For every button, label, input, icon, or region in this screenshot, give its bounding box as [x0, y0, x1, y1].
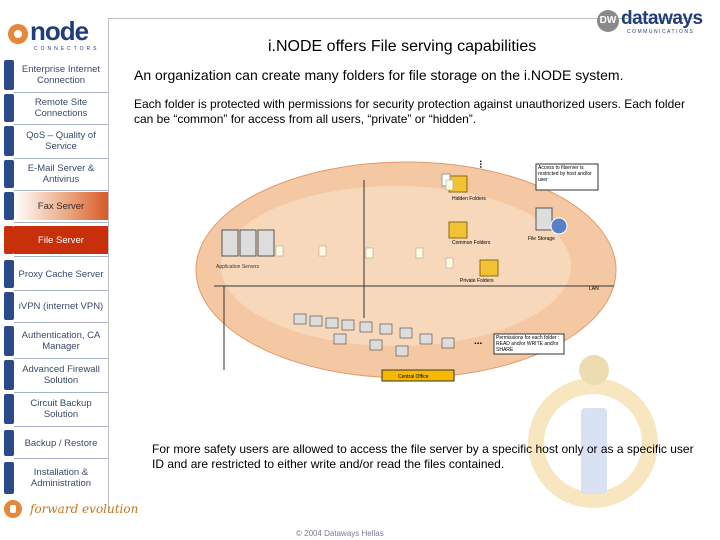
private-folders-row: Private Folders — [460, 259, 499, 284]
frame-left-line — [108, 18, 109, 513]
application-servers-icon — [221, 229, 275, 257]
private-folders-label: Private Folders — [460, 278, 494, 284]
sidebar-bullet-5 — [4, 226, 14, 254]
lan-label: LAN — [589, 286, 599, 292]
sidebar-item-12[interactable]: Installation & Administration — [30, 467, 92, 489]
sidebar-separator — [14, 222, 108, 223]
sidebar-bullet-6 — [4, 260, 14, 288]
sidebar-item-9[interactable]: Advanced Firewall Solution — [22, 364, 100, 386]
dataways-subtitle: COMMUNICATIONS — [627, 29, 695, 35]
sidebar-separator — [14, 458, 108, 459]
sidebar-bullet-4 — [4, 192, 14, 220]
logo-subtitle: CONNECTORS — [34, 46, 100, 52]
storage-disk-icon — [550, 217, 568, 235]
sidebar-bullet-1 — [4, 94, 14, 122]
watermark-dot — [579, 355, 609, 385]
file-server-diagram: Hidden Folders Common Folders Private Fo… — [195, 160, 617, 382]
sidebar-item-3[interactable]: E-Mail Server & Antivirus — [27, 163, 95, 185]
common-folders-label: Common Folders — [452, 240, 491, 246]
sidebar-separator — [14, 124, 108, 125]
sidebar-bullet-12 — [4, 462, 14, 494]
sidebar-bullet-3 — [4, 160, 14, 188]
intro-paragraph: An organization can create many folders … — [134, 67, 624, 83]
sidebar-item-10[interactable]: Circuit Backup Solution — [30, 398, 92, 420]
permissions-paragraph: Each folder is protected with permission… — [134, 97, 685, 126]
watermark-i-icon — [581, 408, 607, 494]
logo-word: node — [30, 16, 89, 46]
sidebar-item-11[interactable]: Backup / Restore — [24, 437, 98, 449]
access-callout — [535, 163, 599, 191]
sidebar-separator — [14, 426, 108, 427]
sidebar-separator — [14, 158, 108, 159]
sidebar-item-5[interactable]: File Server — [14, 226, 108, 254]
forward-evolution-logo: forward evolution — [4, 498, 144, 526]
sidebar-item-1[interactable]: Remote Site Connections — [34, 97, 88, 119]
sidebar-bullet-10 — [4, 394, 14, 424]
file-storage-icon — [535, 207, 553, 231]
workstation-icons — [293, 313, 455, 357]
central-office-label: Central Office — [398, 374, 429, 380]
file-storage-label: File Storage — [528, 236, 555, 242]
sidebar-item-2[interactable]: QoS – Quality of Service — [26, 130, 96, 152]
sidebar-bullet-7 — [4, 292, 14, 320]
sidebar-bullet-11 — [4, 430, 14, 456]
document-icons — [275, 179, 454, 269]
sidebar-separator — [14, 92, 108, 93]
frame-top-line — [108, 18, 698, 19]
page-title: i.NODE offers File serving capabilities — [268, 38, 537, 55]
sidebar-item-8[interactable]: Authentication, CA Manager — [21, 330, 101, 352]
safety-paragraph: For more safety users are allowed to acc… — [152, 442, 694, 471]
dataways-mark-icon: DW — [597, 10, 619, 32]
permissions-callout — [493, 333, 565, 355]
sidebar-bullet-2 — [4, 126, 14, 156]
sidebar-separator — [14, 190, 108, 191]
sidebar-separator — [14, 256, 108, 257]
dots-top: ... — [477, 160, 488, 169]
forward-i-icon — [4, 500, 22, 518]
central-office-box — [381, 369, 455, 382]
sidebar-separator — [14, 392, 108, 393]
sidebar-bullet-0 — [4, 60, 14, 90]
common-folders-row: Common Folders — [448, 221, 491, 246]
sidebar-separator — [14, 290, 108, 291]
dataways-logo: DW dataways COMMUNICATIONS — [597, 8, 707, 36]
sidebar-item-6[interactable]: Proxy Cache Server — [18, 268, 104, 280]
access-callout-text: Access to filserver is restricted by hos… — [538, 165, 592, 183]
sidebar-separator — [14, 322, 108, 323]
private-folder-icon — [479, 259, 499, 277]
sidebar-item-4[interactable]: Fax Server — [14, 192, 108, 220]
sidebar-separator — [14, 358, 108, 359]
sidebar-item-7[interactable]: iVPN (internet VPN) — [18, 300, 104, 312]
dots-bottom: ... — [474, 336, 483, 347]
inode-logo: node CONNECTORS — [4, 14, 108, 54]
hidden-folders-label: Hidden Folders — [452, 196, 486, 202]
permissions-callout-text: Permissions for each folder : READ and/o… — [496, 335, 560, 353]
sidebar-bullet-9 — [4, 360, 14, 390]
application-servers-label: Application Servers — [216, 264, 260, 270]
sidebar-bullet-8 — [4, 326, 14, 356]
sidebar-item-0[interactable]: Enterprise Internet Connection — [21, 64, 101, 86]
copyright-text: © 2004 Dataways Hellas — [296, 529, 384, 538]
dataways-name: dataways — [621, 8, 703, 29]
tagline-text: forward evolution — [30, 502, 139, 516]
common-folder-icon — [448, 221, 468, 239]
inode-i-icon — [8, 24, 28, 44]
inner-ellipse — [221, 186, 571, 346]
